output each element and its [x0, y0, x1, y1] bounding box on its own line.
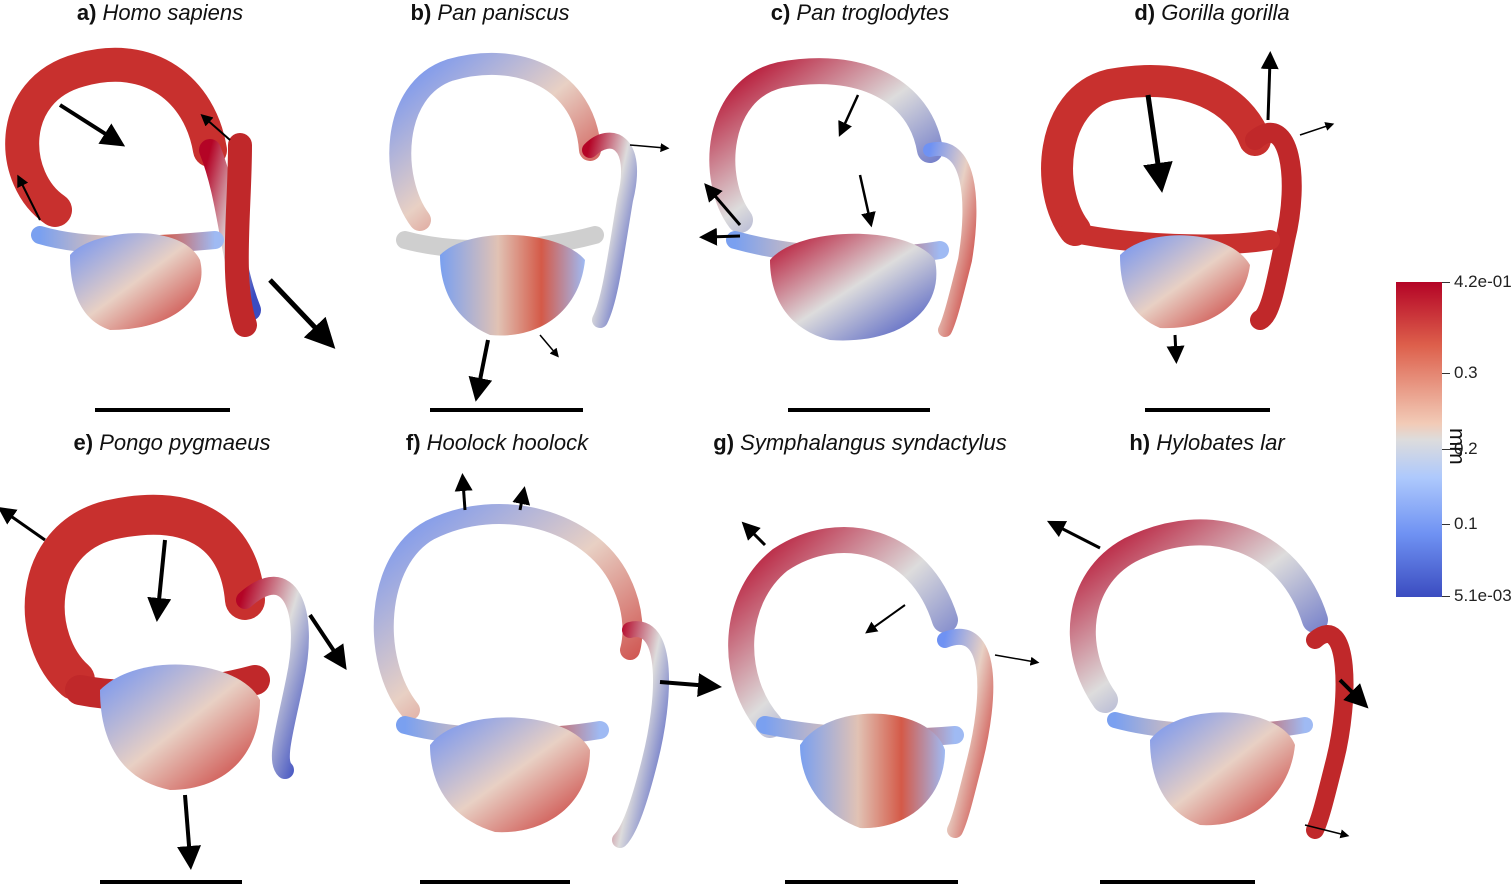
panel-title-c: c) Pan troglodytes	[770, 0, 950, 25]
colorbar	[1396, 282, 1442, 597]
render-c	[699, 58, 977, 341]
scale-bar-c	[788, 408, 930, 412]
panel-title-h: h) Hylobates lar	[1129, 430, 1285, 455]
colorbar-tick-label: 0.1	[1454, 514, 1478, 533]
scale-bar-a	[95, 408, 230, 412]
colorbar-tick-label: 5.1e-03	[1454, 586, 1512, 605]
colorbar-tick	[1442, 282, 1450, 283]
panel-title-e: e) Pongo pygmaeus	[73, 430, 271, 455]
render-f	[373, 473, 722, 848]
colorbar-tick	[1442, 524, 1450, 525]
scale-bar-e	[100, 880, 242, 884]
render-b	[389, 52, 670, 402]
scale-bar-b	[430, 408, 583, 412]
panel-title-a: a) Homo sapiens	[76, 0, 244, 25]
render-g	[728, 521, 1040, 838]
render-d	[1041, 51, 1335, 364]
panel-title-d: d) Gorilla gorilla	[1134, 0, 1290, 25]
render-a	[5, 47, 336, 349]
panel-title-f: f) Hoolock hoolock	[405, 430, 589, 455]
colorbar-tick	[1442, 449, 1450, 450]
scale-bar-d	[1145, 408, 1270, 412]
colorbar-tick-label: 4.2e-01	[1454, 272, 1512, 291]
render-h	[1046, 519, 1369, 839]
panel-title-g: g) Symphalangus syndactylus	[713, 430, 1007, 455]
scale-bar-h	[1100, 880, 1255, 884]
scale-bar-f	[420, 880, 570, 884]
colorbar-tick-label: 0.3	[1454, 363, 1478, 382]
colorbar-unit-label: mm	[1445, 428, 1470, 465]
colorbar-tick	[1442, 596, 1450, 597]
render-e	[0, 494, 347, 870]
colorbar-tick-label: 0.2	[1454, 439, 1478, 458]
colorbar-tick	[1442, 373, 1450, 374]
scale-bar-g	[785, 880, 958, 884]
panel-title-b: b) Pan paniscus	[410, 0, 570, 25]
